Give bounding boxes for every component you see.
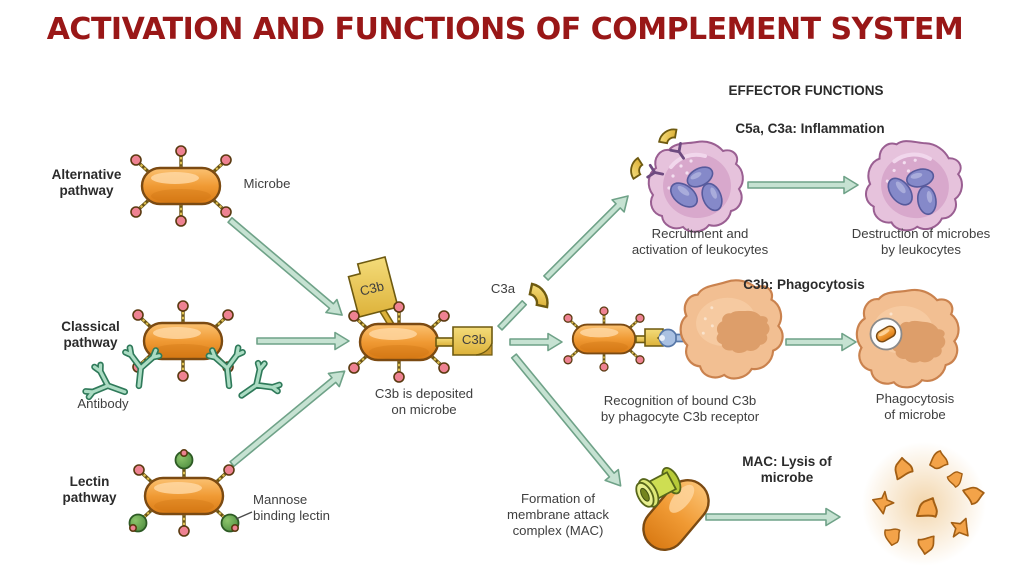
arrow-central-to-mac (510, 353, 622, 487)
phagocyte-engulfed (857, 290, 959, 387)
c3a-label: C3a (490, 281, 516, 296)
phagocytosis-caption: Phagocytosis of microbe (875, 391, 955, 423)
page-title: ACTIVATION AND FUNCTIONS OF COMPLEMENT S… (46, 12, 964, 47)
central-microbe-c3b (347, 256, 493, 384)
arrow-recruitment-to-destruction (747, 175, 859, 195)
phagocytosis-header: C3b: Phagocytosis (743, 277, 865, 292)
phagosome-vacuole (869, 317, 903, 351)
mannose-binding-lectin-label: Mannose binding lectin (253, 492, 330, 524)
arrow-central-to-phagocytosis (509, 332, 563, 352)
antibody-label: Antibody (77, 396, 129, 411)
mac-formation-caption: Formation of membrane attack complex (MA… (507, 491, 609, 539)
classical-pathway-microbe (131, 299, 235, 383)
antibody-icon (122, 347, 160, 387)
recognition-caption: Recognition of bound C3b by phagocyte C3… (600, 393, 760, 425)
arrow-recognition-to-phagocytosis (785, 332, 857, 352)
arrow-lectin-to-central (229, 370, 346, 468)
alternative-pathway-label: Alternative pathway (51, 167, 122, 199)
arrow-mac-to-lysis (705, 507, 841, 527)
inflammation-header: C5a, C3a: Inflammation (735, 121, 885, 136)
c3a-wedge (526, 282, 553, 309)
lectin-pathway-label: Lectin pathway (62, 474, 117, 506)
lysed-microbe-fragments (862, 442, 986, 566)
c3b-tag-label: C3b (461, 332, 487, 347)
destruction-caption: Destruction of microbes by leukocytes (851, 226, 991, 258)
recruitment-caption: Recruitment and activation of leukocytes (631, 226, 769, 258)
microbe-label: Microbe (243, 176, 291, 191)
mac-pore-icon (635, 466, 682, 508)
antibody-icon (208, 347, 246, 387)
opsonized-microbe (562, 305, 646, 373)
leukocyte-recruited (649, 141, 743, 231)
mac-lysis-header: MAC: Lysis of microbe (742, 454, 832, 486)
arrow-alternative-to-central (227, 216, 343, 316)
antibody-icon (232, 360, 282, 409)
classical-pathway-label: Classical pathway (61, 319, 120, 351)
lectin-pathway-microbe (128, 448, 240, 538)
leukocyte-destroyer (857, 131, 970, 241)
c3b-deposited-caption: C3b is deposited on microbe (374, 386, 474, 418)
line-central-to-c3a (497, 300, 528, 331)
effector-functions-header: EFFECTOR FUNCTIONS (728, 83, 884, 98)
arrow-classical-to-central (256, 331, 350, 351)
arrow-c3a-to-leukocyte (543, 195, 629, 281)
microbe-with-mac (635, 466, 710, 551)
mannose-pointer-line (235, 511, 253, 520)
alternative-pathway-microbe (129, 144, 233, 228)
